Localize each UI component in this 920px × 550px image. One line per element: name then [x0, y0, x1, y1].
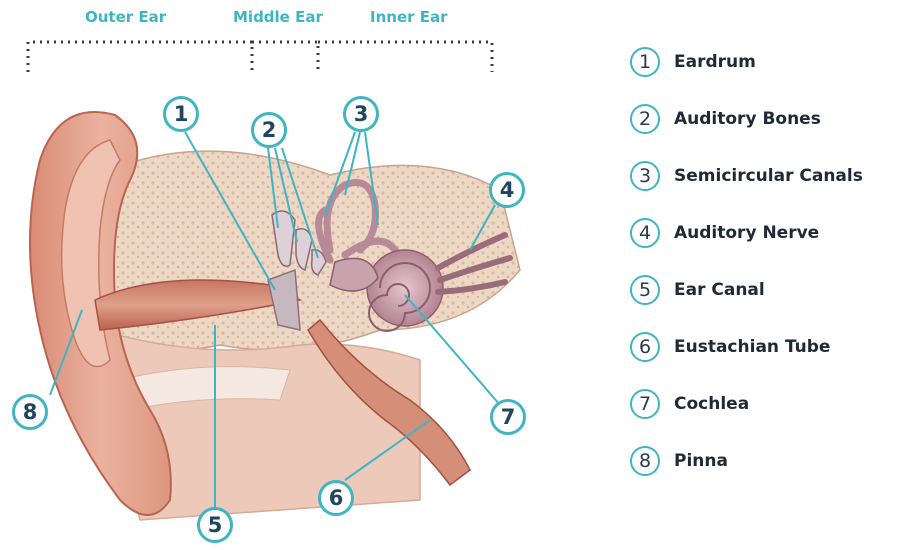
outer-ear-bracket: [28, 42, 252, 72]
legend-number: 7: [630, 389, 660, 419]
callout-3: 3: [343, 96, 379, 132]
ear-illustration: [0, 0, 590, 546]
callout-2: 2: [251, 112, 287, 148]
region-label-outer-ear: Outer Ear: [85, 8, 166, 26]
legend-number: 1: [630, 47, 660, 77]
callout-5: 5: [197, 507, 233, 543]
legend-label: Ear Canal: [674, 280, 765, 300]
legend-label: Cochlea: [674, 394, 749, 414]
legend-label: Semicircular Canals: [674, 166, 863, 186]
ear-anatomy-diagram: Outer Ear Middle Ear Inner Ear 1 2 3 4 5…: [0, 0, 590, 546]
legend-number: 4: [630, 218, 660, 248]
legend-label: Auditory Nerve: [674, 223, 819, 243]
callout-1: 1: [163, 96, 199, 132]
callout-7: 7: [490, 399, 526, 435]
legend-label: Eustachian Tube: [674, 337, 830, 357]
legend-item-eustachian-tube: 6 Eustachian Tube: [630, 329, 830, 365]
legend-label: Auditory Bones: [674, 109, 821, 129]
legend-number: 5: [630, 275, 660, 305]
callout-8: 8: [12, 394, 48, 430]
legend-item-semicircular-canals: 3 Semicircular Canals: [630, 158, 863, 194]
legend-item-ear-canal: 5 Ear Canal: [630, 272, 765, 308]
legend-item-eardrum: 1 Eardrum: [630, 44, 756, 80]
region-label-inner-ear: Inner Ear: [370, 8, 448, 26]
legend-label: Pinna: [674, 451, 728, 471]
legend-item-cochlea: 7 Cochlea: [630, 386, 749, 422]
legend-item-auditory-bones: 2 Auditory Bones: [630, 101, 821, 137]
legend-number: 2: [630, 104, 660, 134]
region-label-middle-ear: Middle Ear: [233, 8, 323, 26]
legend-number: 6: [630, 332, 660, 362]
callout-6: 6: [318, 480, 354, 516]
legend-number: 8: [630, 446, 660, 476]
middle-ear-bracket: [252, 42, 318, 72]
inner-ear-bracket: [318, 42, 492, 72]
region-brackets: [28, 42, 492, 72]
legend-label: Eardrum: [674, 52, 756, 72]
legend-number: 3: [630, 161, 660, 191]
callout-4: 4: [489, 172, 525, 208]
legend-item-auditory-nerve: 4 Auditory Nerve: [630, 215, 819, 251]
legend-item-pinna: 8 Pinna: [630, 443, 728, 479]
